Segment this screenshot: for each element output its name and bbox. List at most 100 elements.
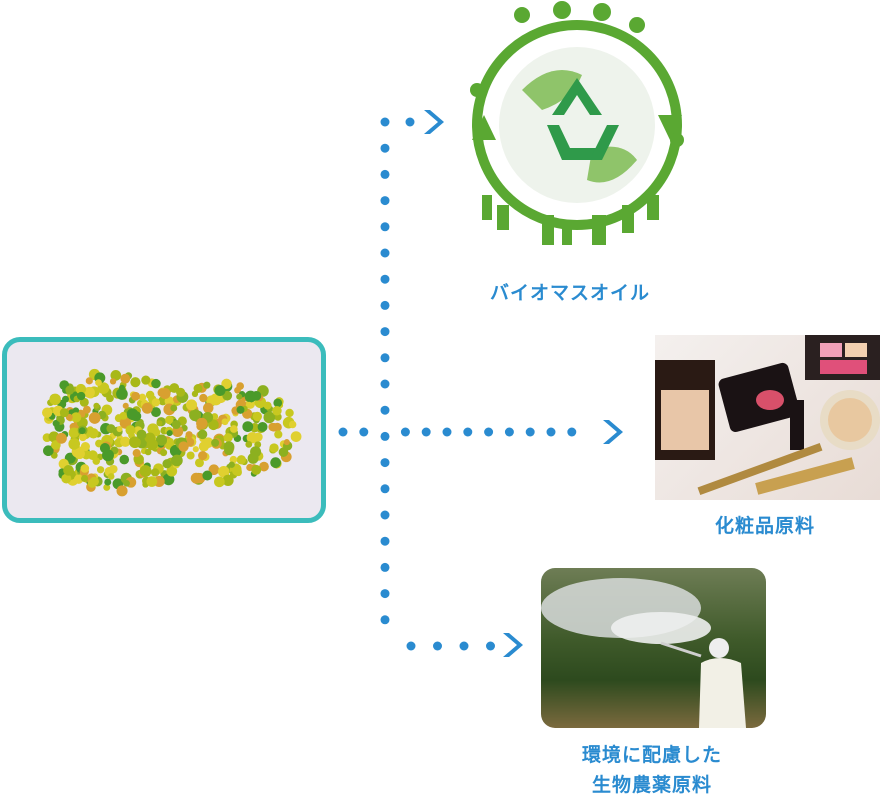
algae-cell bbox=[62, 395, 69, 403]
algae-cell bbox=[278, 447, 289, 457]
algae-cell bbox=[263, 411, 276, 424]
algae-cell bbox=[197, 429, 208, 440]
algae-cell bbox=[245, 401, 253, 409]
algae-cell bbox=[80, 474, 89, 483]
algae-cell bbox=[116, 388, 128, 400]
connector-dot bbox=[525, 427, 535, 437]
algae-cell bbox=[198, 451, 208, 461]
algae-cell bbox=[85, 377, 93, 385]
algae-cell bbox=[250, 446, 262, 458]
algae-cell bbox=[222, 390, 233, 401]
algae-cell bbox=[236, 405, 245, 414]
connector-dot bbox=[380, 169, 390, 179]
algae-cell bbox=[99, 443, 111, 454]
algae-cell bbox=[160, 449, 168, 457]
connector-dot bbox=[380, 222, 390, 232]
connector-dot bbox=[400, 427, 410, 437]
algae-cell bbox=[196, 417, 208, 430]
connector-dot bbox=[380, 484, 390, 494]
connector-dot bbox=[567, 427, 577, 437]
algae-cell bbox=[70, 412, 82, 423]
label-cosmetic-material: 化粧品原料 bbox=[714, 515, 815, 537]
algae-cell bbox=[116, 426, 123, 433]
algae-cell bbox=[273, 398, 283, 408]
pesticide-spraying-image bbox=[541, 568, 766, 728]
algae-cell bbox=[159, 387, 171, 400]
algae-cell bbox=[61, 473, 72, 484]
algae-cell bbox=[270, 457, 281, 468]
algae-cell bbox=[253, 432, 263, 442]
algae-cell bbox=[132, 449, 141, 458]
connector-dot bbox=[359, 427, 369, 437]
connector-dot bbox=[484, 427, 494, 437]
algae-cell bbox=[43, 445, 54, 457]
algae-cell bbox=[203, 381, 211, 389]
algae-cell bbox=[234, 468, 242, 477]
algae-cell bbox=[141, 375, 151, 385]
algae-cell bbox=[96, 466, 105, 474]
algae-cell bbox=[222, 474, 234, 487]
algae-cell bbox=[88, 412, 101, 424]
cosmetics-image bbox=[655, 335, 880, 500]
algae-cell bbox=[167, 437, 174, 445]
algae-cell bbox=[146, 476, 158, 487]
algae-cell bbox=[221, 418, 229, 426]
algae-cell bbox=[202, 402, 214, 414]
algae-cell bbox=[87, 450, 98, 461]
connector-dot bbox=[380, 117, 390, 127]
algae-cell bbox=[192, 446, 199, 453]
algae-cell bbox=[208, 464, 220, 476]
algae-cell bbox=[178, 441, 189, 452]
algae-cell bbox=[257, 421, 268, 432]
algae-cell bbox=[245, 440, 253, 448]
connector-dot bbox=[380, 379, 390, 389]
algae-cell bbox=[52, 419, 60, 427]
algae-cell bbox=[119, 454, 130, 465]
connector-dot bbox=[504, 427, 514, 437]
algae-cell bbox=[80, 464, 90, 473]
chevron-icon-pesticide bbox=[503, 633, 523, 657]
algae-cell bbox=[223, 441, 235, 452]
connector-dot bbox=[380, 431, 390, 441]
algae-cell bbox=[156, 420, 163, 427]
algae-cell bbox=[251, 464, 262, 475]
recycle-earth-icon bbox=[462, 0, 692, 250]
connector-dot bbox=[380, 589, 390, 599]
algae-cell bbox=[120, 373, 131, 384]
connector-dot bbox=[380, 615, 390, 625]
algae-cell bbox=[185, 431, 193, 439]
algae-cell bbox=[214, 476, 225, 488]
connector-dot bbox=[380, 510, 390, 520]
connector-dot bbox=[380, 405, 390, 415]
label-pesticide-line1: 環境に配慮した bbox=[581, 744, 722, 766]
algae-cell bbox=[194, 458, 204, 468]
algae-cell bbox=[107, 473, 115, 480]
connector-dot bbox=[405, 117, 415, 127]
algae-cell bbox=[155, 434, 168, 446]
algae-cell bbox=[130, 377, 141, 388]
algae-cell bbox=[259, 461, 269, 472]
algae-cell bbox=[272, 405, 282, 416]
chevron-icon-cosmetics bbox=[603, 420, 623, 444]
algae-cell bbox=[106, 394, 114, 403]
algae-cell bbox=[87, 478, 97, 488]
algae-cell bbox=[223, 433, 233, 443]
connector-dot bbox=[442, 427, 452, 437]
label-biomass-oil: バイオマスオイル bbox=[489, 282, 650, 304]
algae-cell bbox=[269, 443, 279, 453]
algae-cell bbox=[42, 407, 53, 418]
algae-cell bbox=[72, 407, 80, 414]
algae-cell bbox=[202, 470, 213, 481]
algae-cell bbox=[68, 438, 81, 450]
algae-cell bbox=[129, 436, 141, 449]
label-pesticide-line2: 生物農薬原料 bbox=[591, 774, 712, 796]
connector-dot bbox=[380, 327, 390, 337]
algae-cell bbox=[116, 485, 128, 497]
algae-cell bbox=[252, 411, 263, 422]
algae-cell bbox=[141, 402, 153, 414]
connector-dot bbox=[463, 427, 473, 437]
chevron-icon-biomass bbox=[424, 110, 444, 134]
algae-cell bbox=[120, 436, 131, 447]
algae-cell bbox=[217, 465, 230, 478]
algae-cell bbox=[150, 468, 160, 477]
